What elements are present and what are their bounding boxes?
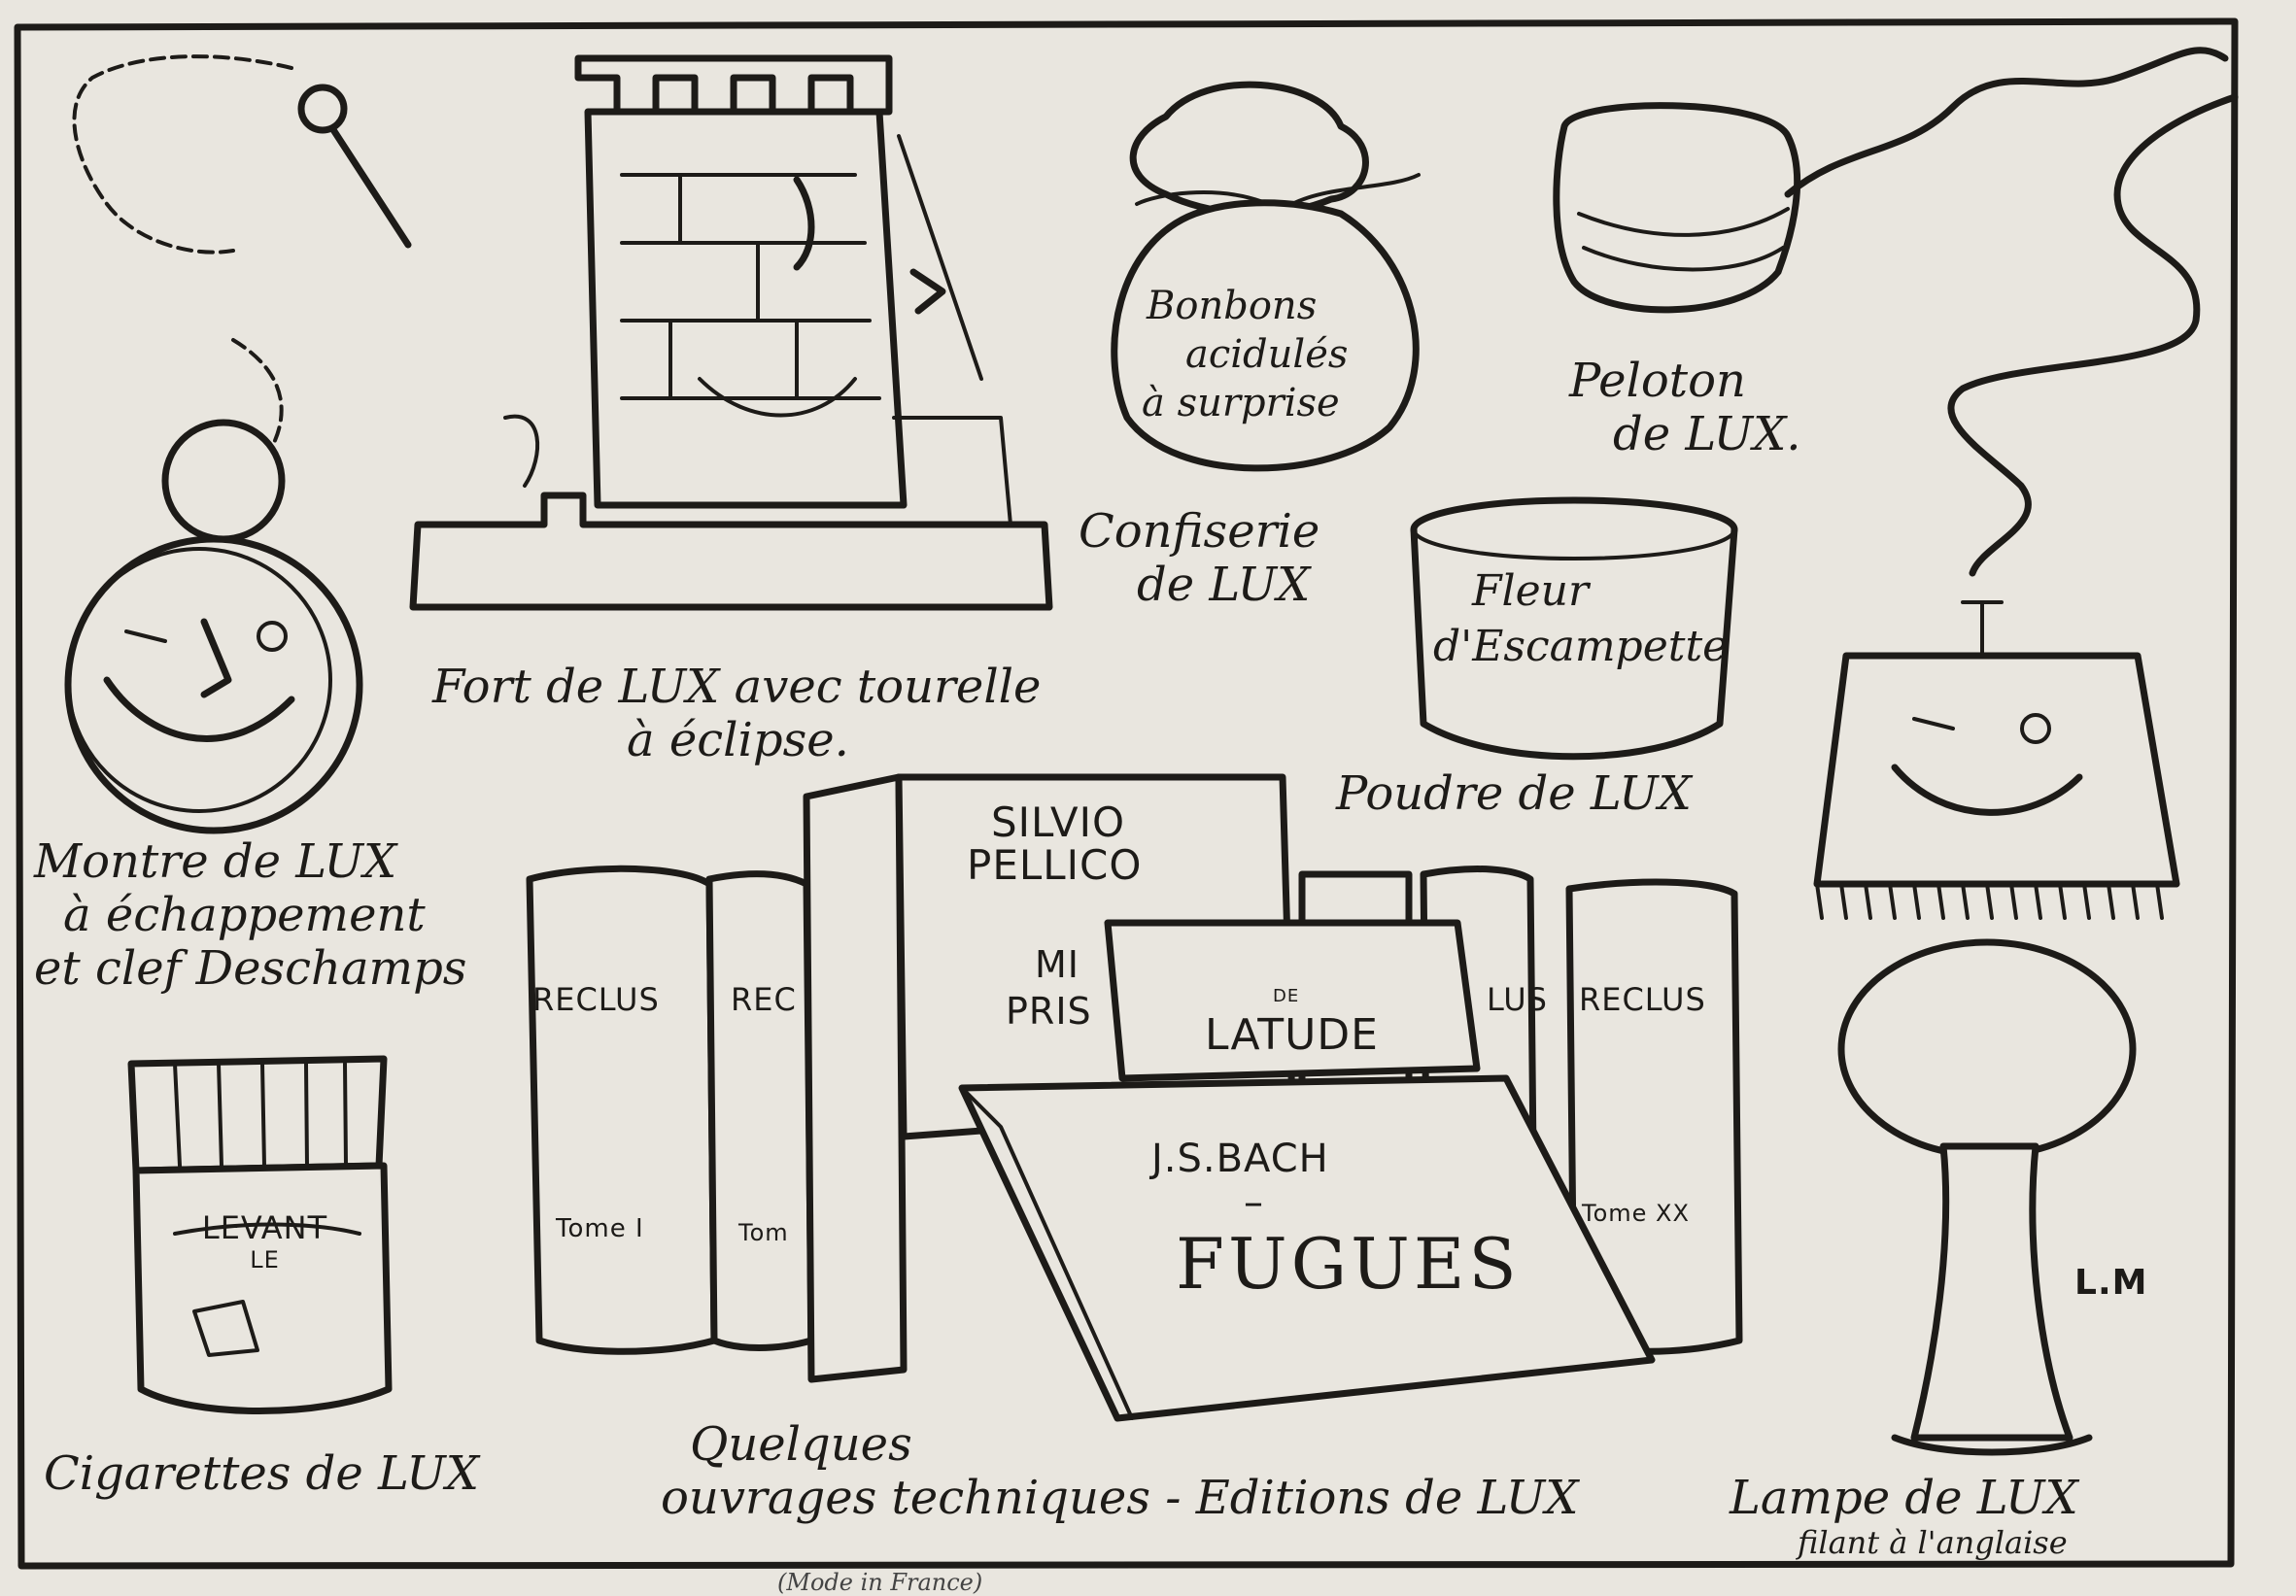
bag-lettering: Bonbons acidulés à surprise: [1137, 282, 1348, 427]
label-montre-line2: à échappement: [63, 888, 426, 943]
label-peloton-line2: de LUX.: [1613, 407, 1801, 462]
bag-line2: acidulés: [1185, 332, 1349, 377]
label-ouvrages-line2: ouvrages techniques - Editions de LUX: [661, 1471, 1579, 1526]
label-lampe-line1: Lampe de LUX: [1730, 1471, 2078, 1525]
bonbon-bag-drawing: [1111, 81, 1421, 472]
silvio-line2: PELLICO: [967, 841, 1143, 890]
peloton-ball-drawing: [1553, 47, 2239, 577]
label-confiserie-line2: de LUX: [1137, 558, 1311, 613]
label-fort-line2: à éclipse.: [627, 713, 849, 768]
book-silvio-title: SILVIO PELLICO: [967, 798, 1143, 890]
silvio-sub-line2: PRIS: [1006, 989, 1092, 1033]
book-bach-author: J.S.BACH: [1151, 1137, 1329, 1181]
label-ouvrages-line1: Quelques: [690, 1417, 912, 1472]
book-reclus-left-tome: Tome I: [556, 1214, 644, 1243]
label-ouvrages: Quelques ouvrages techniques - Editions …: [661, 1417, 1579, 1526]
book-reclus-left-title: RECLUS: [532, 981, 660, 1018]
footer-caption: (Mode in France): [777, 1569, 983, 1596]
label-cigarettes: Cigarettes de LUX: [44, 1446, 479, 1501]
chain-and-key-drawing: [72, 54, 412, 255]
label-poudre: Poudre de LUX: [1336, 766, 1692, 821]
books-drawing: [526, 773, 1743, 1422]
label-confiserie: Confiserie de LUX: [1079, 504, 1320, 613]
signature: L.M: [2074, 1263, 2148, 1303]
label-lampe: Lampe de LUX filant à l'anglaise: [1730, 1471, 2078, 1562]
lamp-drawing: [1813, 600, 2180, 1456]
pack-line2: LE: [250, 1246, 280, 1273]
book-reclus-second-tome: Tom: [738, 1219, 789, 1246]
powder-tin-drawing: [1410, 496, 1738, 761]
book-reclus-right-tome: Tome XX: [1582, 1200, 1690, 1227]
cigarette-pack-lettering: LEVANT LE: [160, 1209, 369, 1273]
silvio-line1: SILVIO: [991, 798, 1126, 846]
label-montre-line3: et clef Deschamps: [34, 941, 467, 997]
label-montre-line1: Montre de LUX: [34, 834, 397, 889]
book-reclus-right-title: RECLUS: [1579, 981, 1706, 1018]
label-lampe-line2: filant à l'anglaise: [1798, 1524, 2068, 1562]
label-montre: Montre de LUX à échappement et clef Desc…: [34, 834, 467, 997]
label-peloton: Peloton de LUX.: [1569, 354, 1801, 462]
bag-line3: à surprise: [1142, 381, 1340, 425]
silvio-sub-line1: MI: [1035, 943, 1079, 986]
book-lus-title: LUS: [1487, 981, 1548, 1018]
bag-line1: Bonbons: [1147, 284, 1318, 328]
book-latude-small: DE: [1273, 986, 1300, 1006]
book-silvio-subtitle: MI PRIS: [1006, 942, 1092, 1035]
frame-border: [14, 17, 2239, 1570]
label-fort: Fort de LUX avec tourelle à éclipse.: [432, 660, 1042, 768]
fort-tower-drawing: [409, 54, 1053, 611]
pack-line1: LEVANT: [201, 1209, 328, 1246]
book-latude-title: LATUDE: [1205, 1010, 1379, 1060]
cigarette-pack-drawing: [127, 1055, 393, 1414]
book-bach-title: FUGUES: [1176, 1223, 1521, 1305]
book-reclus-second-title: REC: [731, 981, 797, 1018]
pocket-watch-drawing: [64, 338, 363, 834]
tin-line2: d'Escampette: [1433, 622, 1729, 672]
tin-line1: Fleur: [1472, 566, 1590, 616]
label-peloton-line1: Peloton: [1569, 354, 1746, 408]
label-fort-line1: Fort de LUX avec tourelle: [432, 660, 1042, 714]
book-bach-dash: –: [1244, 1180, 1264, 1225]
label-confiserie-line1: Confiserie: [1079, 504, 1320, 559]
tin-lettering: Fleur d'Escampette: [1433, 563, 1728, 674]
